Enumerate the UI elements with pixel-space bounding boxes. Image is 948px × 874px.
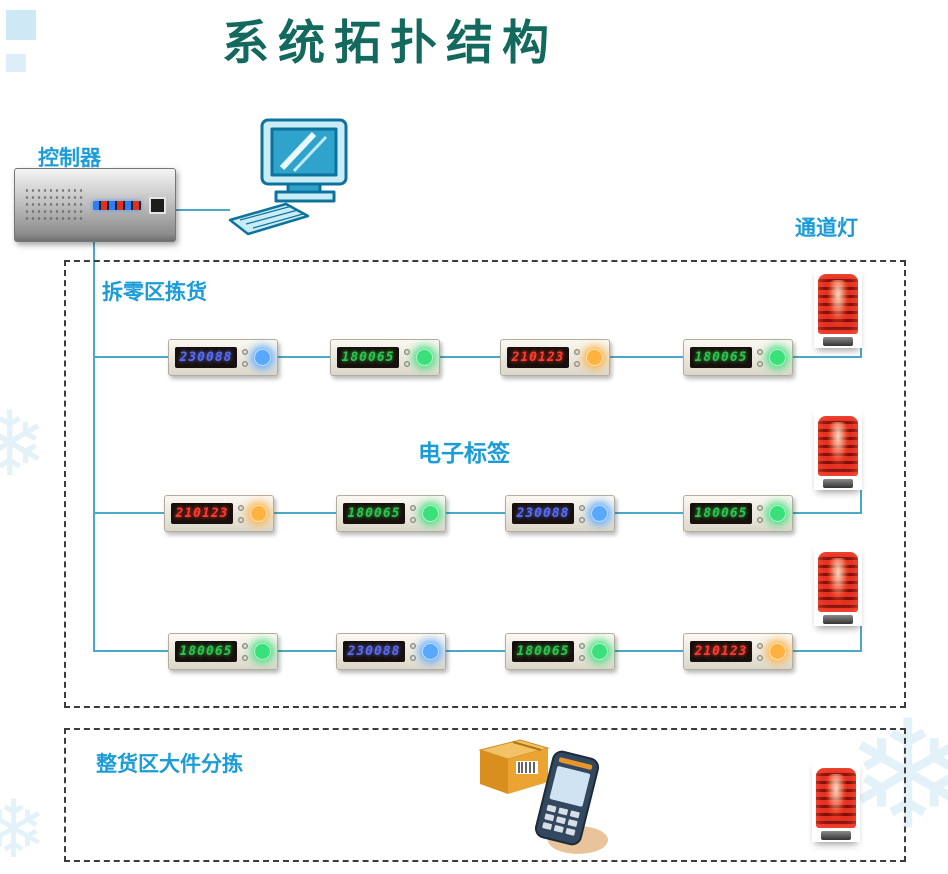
tower-lamp [818, 552, 858, 612]
electronic-tag: 230088 [505, 495, 615, 532]
electronic-tag: 180065 [330, 339, 440, 376]
tag-display: 210123 [507, 347, 569, 368]
tag-buttons [410, 505, 417, 523]
tag-buttons [757, 505, 764, 523]
tag-display: 180065 [343, 503, 405, 524]
tag-display: 230088 [343, 641, 405, 662]
electronic-tag: 230088 [168, 339, 278, 376]
tag-led [254, 643, 271, 660]
computer-icon [228, 118, 348, 236]
controller-label: 控制器 [38, 147, 101, 170]
controller-led-cluster [93, 200, 141, 210]
connection-line [93, 242, 95, 652]
electronic-tag: 180065 [505, 633, 615, 670]
tag-display: 210123 [690, 641, 752, 662]
electronic-tag: 210123 [500, 339, 610, 376]
tag-led [586, 349, 603, 366]
tag-led [769, 643, 786, 660]
tag-buttons [579, 505, 586, 523]
tag-led [591, 505, 608, 522]
connection-line [860, 626, 862, 652]
tag-buttons [242, 643, 249, 661]
bulk-zone-box [64, 728, 906, 862]
controller-device [14, 168, 176, 242]
tag-led [769, 505, 786, 522]
tag-buttons [757, 643, 764, 661]
tag-led [422, 505, 439, 522]
corner-decoration [6, 54, 26, 72]
tower-base [823, 479, 853, 488]
controller-vents [24, 187, 85, 223]
tag-led [416, 349, 433, 366]
tower-lamp [818, 416, 858, 476]
electronic-tag: 210123 [683, 633, 793, 670]
tag-led [254, 349, 271, 366]
tower-lamp [816, 768, 856, 828]
tag-buttons [410, 643, 417, 661]
tower-base [823, 337, 853, 346]
electronic-tag: 230088 [336, 633, 446, 670]
electronic-tag: 180065 [336, 495, 446, 532]
tag-display: 210123 [171, 503, 233, 524]
handheld-scanner-icon [478, 739, 608, 854]
snowflake-decoration: ❄ [0, 785, 48, 874]
connection-line [860, 348, 862, 358]
corner-decoration [6, 10, 36, 40]
tower-light [814, 408, 862, 490]
electronic-tag: 180065 [168, 633, 278, 670]
tag-buttons [757, 349, 764, 367]
tower-base [821, 831, 851, 840]
tag-display: 230088 [175, 347, 237, 368]
picking-zone-box [64, 260, 906, 708]
connection-line [94, 650, 862, 652]
tag-buttons [574, 349, 581, 367]
connection-line [860, 490, 862, 514]
tag-led [591, 643, 608, 660]
picking-zone-label: 拆零区拣货 [102, 281, 207, 304]
tag-display: 230088 [512, 503, 574, 524]
snowflake-decoration: ❄ [845, 691, 948, 859]
tower-base [823, 615, 853, 624]
tag-buttons [242, 349, 249, 367]
tag-buttons [238, 505, 245, 523]
tag-buttons [579, 643, 586, 661]
electronic-tag-label: 电子标签 [418, 440, 510, 466]
tag-display: 180065 [337, 347, 399, 368]
tag-led [422, 643, 439, 660]
connection-line [94, 356, 862, 358]
tag-display: 180065 [690, 347, 752, 368]
electronic-tag: 210123 [164, 495, 274, 532]
tag-display: 180065 [175, 641, 237, 662]
tower-light [812, 760, 860, 842]
tag-led [769, 349, 786, 366]
tag-display: 180065 [690, 503, 752, 524]
tower-light [814, 544, 862, 626]
electronic-tag: 180065 [683, 495, 793, 532]
controller-port [149, 196, 166, 214]
tag-display: 180065 [512, 641, 574, 662]
tower-light [814, 266, 862, 348]
tag-buttons [404, 349, 411, 367]
channel-light-label: 通道灯 [795, 217, 858, 240]
tag-led [250, 505, 267, 522]
electronic-tag: 180065 [683, 339, 793, 376]
snowflake-decoration: ❄ [0, 395, 48, 495]
page-title: 系统拓扑结构 [222, 16, 558, 71]
bulk-zone-label: 整货区大件分拣 [96, 753, 243, 776]
tower-lamp [818, 274, 858, 334]
connection-line [176, 209, 230, 211]
connection-line [94, 512, 862, 514]
